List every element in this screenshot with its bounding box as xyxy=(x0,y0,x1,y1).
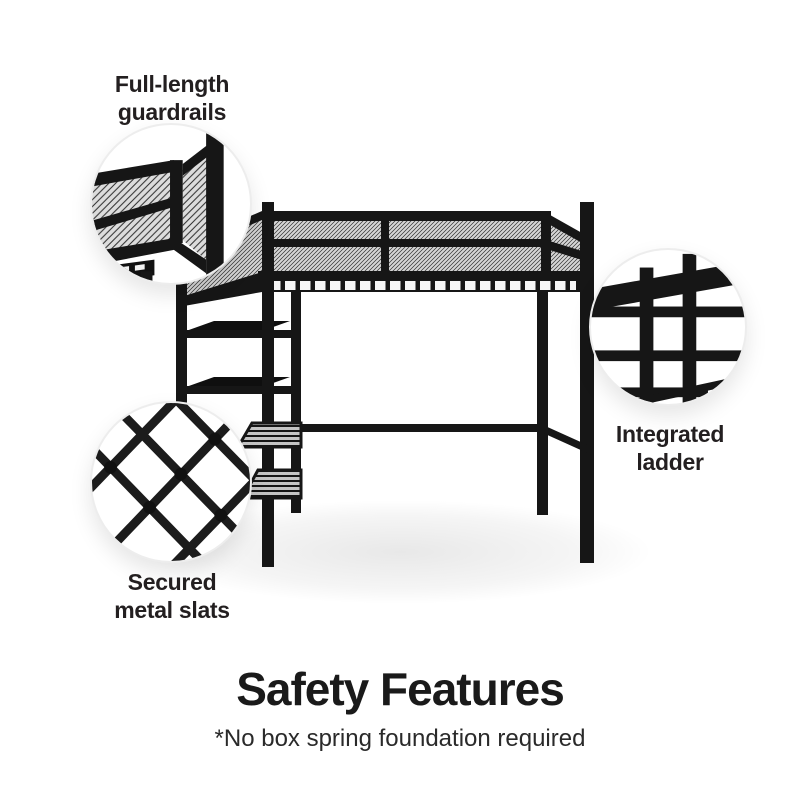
ladder-rungs-detail-icon xyxy=(591,253,745,404)
guardrails-label-line1: Full-length xyxy=(114,71,230,97)
bed-frame xyxy=(176,202,594,567)
guardrails-label-line2: guardrails xyxy=(117,99,227,125)
mesh-guardrail-corner-detail-icon xyxy=(92,132,224,283)
ladder-label: Integrated ladder xyxy=(550,420,790,476)
criss-cross-slats-detail-icon xyxy=(92,403,250,561)
slats-label-line1: Secured xyxy=(127,569,217,595)
slats-label-line2: metal slats xyxy=(114,597,230,623)
guardrails-label: Full-length guardrails xyxy=(52,70,292,126)
guardrail-detail-callout xyxy=(90,123,252,285)
ladder-detail-callout xyxy=(589,248,747,406)
slats-detail-callout xyxy=(90,401,252,563)
ladder-label-line1: Integrated xyxy=(615,421,725,447)
footnote: *No box spring foundation required xyxy=(214,725,586,752)
slats-label: Secured metal slats xyxy=(52,568,292,624)
page-title: Safety Features xyxy=(236,663,565,715)
ladder-label-line2: ladder xyxy=(636,449,704,475)
